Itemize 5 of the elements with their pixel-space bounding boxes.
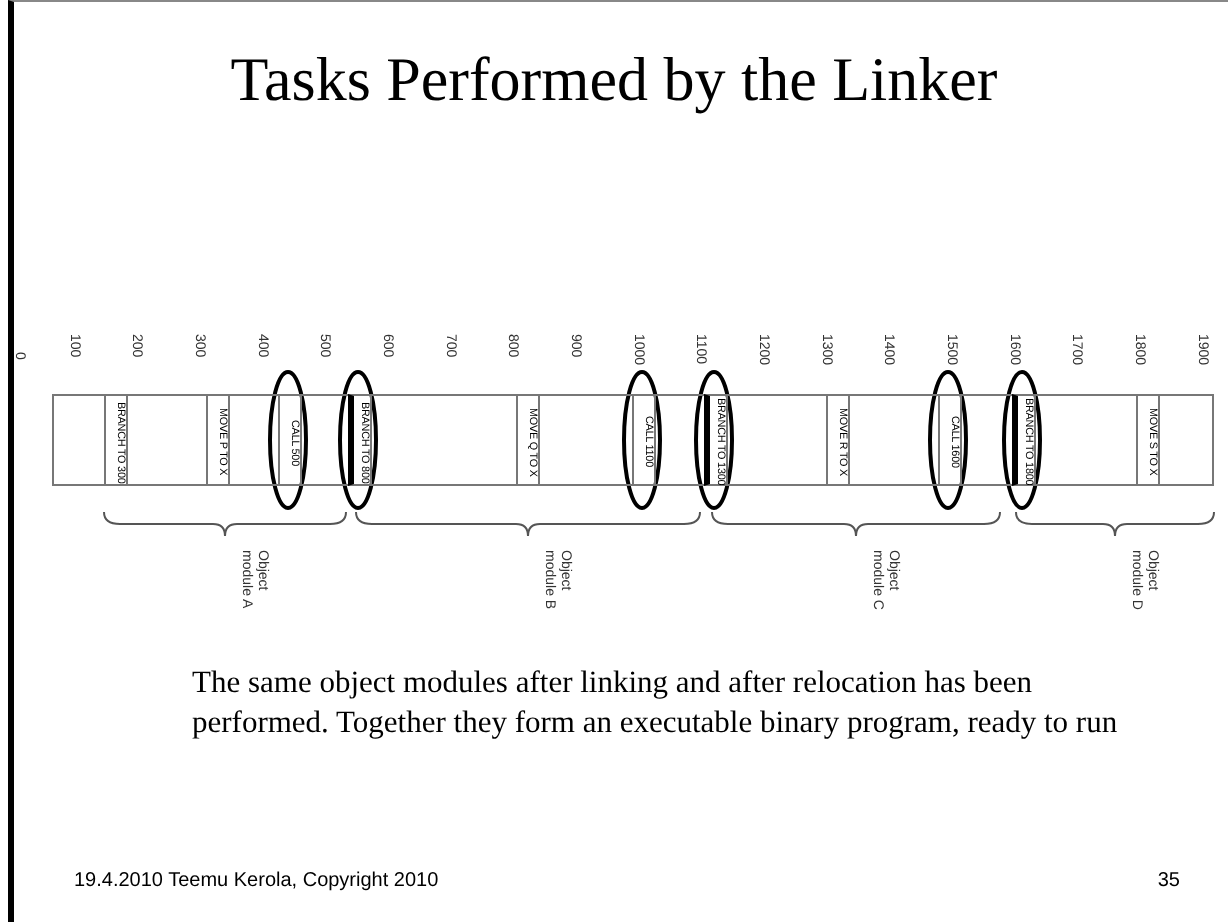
- description-paragraph: The same object modules after linking and after relocation has been performed. Together they form an executable binary program, ready to run: [192, 664, 1120, 744]
- slide-title: Tasks Performed by the Linker: [228, 44, 1000, 116]
- footer-text: 19.4.2010 Teemu Kerola, Copyright 2010: [74, 870, 439, 892]
- page-number: 35: [1155, 870, 1180, 892]
- memory-bar: [52, 394, 1214, 486]
